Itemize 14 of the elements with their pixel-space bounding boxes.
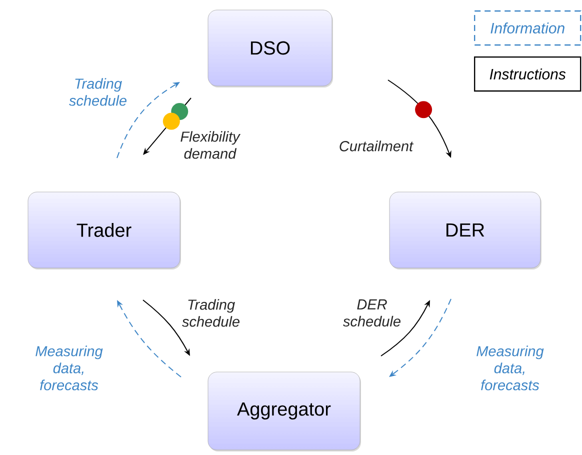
entity-box: Aggregator bbox=[208, 372, 361, 452]
edge-label: Trading schedule bbox=[69, 78, 126, 106]
edge-label: Measuring data, forecasts bbox=[36, 346, 103, 390]
edge-label: DER schedule bbox=[343, 299, 400, 327]
entity-box: Trader bbox=[28, 192, 181, 270]
arrow bbox=[143, 98, 192, 155]
edge-label: Measuring data, forecasts bbox=[476, 346, 544, 390]
legend-entry: Information bbox=[474, 10, 582, 46]
entity-box: DSO bbox=[208, 10, 333, 88]
legend-entry: Instructions bbox=[474, 56, 582, 92]
edge-label: Trading schedule bbox=[182, 299, 240, 327]
edge-label: Flexibility demand bbox=[180, 131, 241, 159]
edge-label: Curtailment bbox=[340, 140, 414, 152]
entity-box: DER bbox=[389, 192, 542, 270]
